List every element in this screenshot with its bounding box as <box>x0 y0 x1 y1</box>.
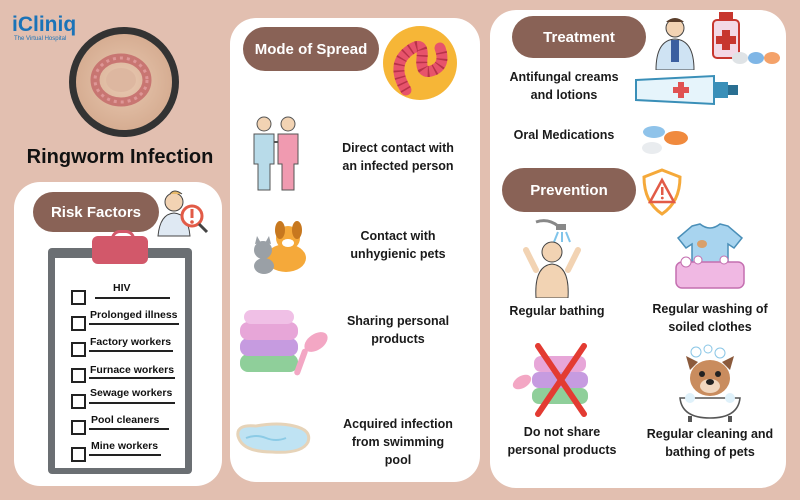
spread-swimming-pool-line3: pool <box>384 453 412 467</box>
risk-item-pool-cleaners: Pool cleaners <box>91 414 160 426</box>
checkbox-sewage-workers[interactable] <box>71 394 86 409</box>
prevention-pet-cleaning: Regular cleaning and bathing of pets <box>638 425 782 461</box>
risk-factors-heading: Risk Factors <box>33 192 159 232</box>
brand-logo: iCliniq The Virtual Hospital <box>12 13 77 43</box>
swimming-pool-icon <box>236 422 311 454</box>
towels-brush-icon <box>240 310 328 376</box>
clipboard-clip <box>92 236 148 264</box>
brand-name: iCliniq <box>12 13 77 36</box>
pills-icon <box>732 52 780 64</box>
spread-swimming-pool-line1: Acquired infection <box>343 417 453 431</box>
risk-line <box>89 454 161 456</box>
brand-tagline: The Virtual Hospital <box>14 36 67 42</box>
checkbox-furnace-workers[interactable] <box>71 368 86 383</box>
cream-tube-icon <box>635 74 738 106</box>
risk-item-mine-workers: Mine workers <box>91 440 159 452</box>
risk-line <box>89 402 175 404</box>
risk-line <box>89 428 169 430</box>
spread-pet-contact: Contact with unhygienic pets <box>318 227 478 263</box>
spread-sharing-products-line1: Sharing personal <box>346 314 450 328</box>
risk-item-hiv: HIV <box>113 282 131 294</box>
dog-cat-icon <box>254 221 306 274</box>
treatment-heading: Treatment <box>512 16 646 58</box>
spread-direct-contact: Direct contact with an infected person <box>318 139 478 175</box>
treatment-oral-medications-line1: Oral Medications <box>513 128 615 142</box>
tablets-icon <box>642 126 688 154</box>
warning-shield-icon <box>642 168 682 216</box>
two-people-icon <box>253 116 299 191</box>
risk-item-factory-workers: Factory workers <box>90 336 172 348</box>
worm-icon <box>383 26 457 100</box>
no-sharing-icon <box>512 343 588 417</box>
clipboard-clip-ring <box>111 230 135 245</box>
ringworm-skin-image <box>69 27 179 137</box>
risk-item-prolonged-illness: Prolonged illness <box>90 309 178 321</box>
medicine-bottle-icon <box>712 12 740 59</box>
prevention-washing-clothes: Regular washing of soiled clothes <box>640 300 780 336</box>
prevention-pet-cleaning-line2: bathing of pets <box>665 445 755 459</box>
checkbox-mine-workers[interactable] <box>71 447 86 462</box>
prevention-no-sharing-line1: Do not share <box>523 425 601 439</box>
prevention-no-sharing-line2: personal products <box>507 443 617 457</box>
risk-line <box>95 297 170 299</box>
spread-pet-contact-line2: unhygienic pets <box>350 247 446 261</box>
prevention-heading: Prevention <box>502 168 636 212</box>
checkbox-pool-cleaners[interactable] <box>71 420 86 435</box>
doctor-icon <box>655 18 695 70</box>
checkbox-prolonged-illness[interactable] <box>71 316 86 331</box>
treatment-antifungal-line1: Antifungal creams <box>509 70 619 84</box>
risk-item-furnace-workers: Furnace workers <box>90 364 175 376</box>
prevention-washing-clothes-line1: Regular washing of <box>652 302 768 316</box>
spread-direct-contact-line2: an infected person <box>342 159 454 173</box>
dog-bath-icon <box>679 344 741 422</box>
treatment-antifungal-line2: and lotions <box>530 88 598 102</box>
risk-line <box>89 377 175 379</box>
doctor-magnifier-icon <box>157 190 209 237</box>
laundry-basin-icon <box>675 223 745 289</box>
spread-sharing-products-line2: products <box>371 332 425 346</box>
prevention-bathing: Regular bathing <box>494 302 620 320</box>
checkbox-factory-workers[interactable] <box>71 342 86 357</box>
treatment-antifungal: Antifungal creams and lotions <box>494 68 634 104</box>
spread-swimming-pool: Acquired infection from swimming pool <box>318 415 478 469</box>
checkbox-hiv[interactable] <box>71 290 86 305</box>
risk-item-sewage-workers: Sewage workers <box>90 387 173 399</box>
spread-swimming-pool-line2: from swimming <box>351 435 445 449</box>
spread-sharing-products: Sharing personal products <box>318 312 478 348</box>
spread-pet-contact-line1: Contact with <box>360 229 436 243</box>
spread-direct-contact-line1: Direct contact with <box>342 141 454 155</box>
mode-of-spread-heading: Mode of Spread <box>243 27 379 71</box>
risk-line <box>89 323 179 325</box>
page-title: Ringworm Infection <box>26 146 214 168</box>
prevention-no-sharing: Do not share personal products <box>494 423 630 459</box>
prevention-pet-cleaning-line1: Regular cleaning and <box>646 427 774 441</box>
prevention-bathing-line1: Regular bathing <box>509 304 605 318</box>
prevention-washing-clothes-line2: soiled clothes <box>668 320 752 334</box>
shower-person-icon <box>523 219 581 298</box>
risk-line <box>89 350 173 352</box>
treatment-oral-medications: Oral Medications <box>494 126 634 144</box>
